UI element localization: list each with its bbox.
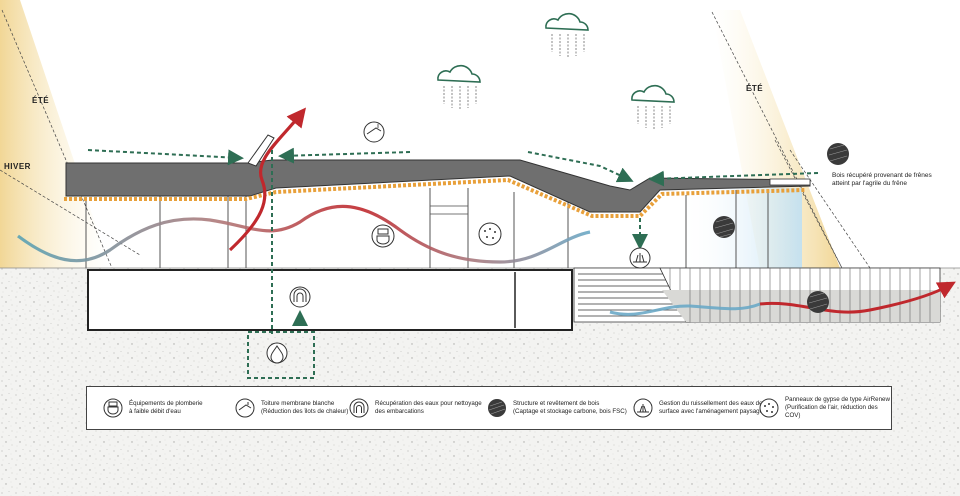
legend-subtitle: des embarcations: [375, 408, 424, 415]
gypsum-panel-icon: [478, 222, 502, 246]
legend-title: Structure et revêtement de bois: [513, 400, 600, 407]
wood-grain-icon: [713, 216, 735, 238]
wood-grain-icon: [827, 143, 849, 165]
airflow-arrows: [87, 147, 819, 250]
rain-cloud-1: [437, 64, 481, 110]
rain-cloud-3: [631, 84, 675, 130]
rainwater-tank-icon: [349, 398, 369, 418]
legend-subtitle: (Réduction des îlots de chaleur): [261, 408, 349, 415]
roof-membrane-icon: [363, 121, 385, 143]
sun-rays: [0, 9, 871, 269]
rain-cloud-2: [545, 12, 589, 58]
foundation-basement: [87, 269, 573, 331]
hot-air-updraft: [228, 107, 306, 252]
glass-facade: [678, 188, 802, 268]
roof-membrane-icon: [235, 398, 255, 418]
legend-item-wood: Structure et revêtement de bois(Captage …: [487, 387, 633, 429]
air-circulation-wave: [17, 204, 591, 264]
rainwater-tank-icon: [289, 286, 311, 308]
cool-air-wave-right: [609, 302, 761, 316]
runoff-plant-icon: [633, 398, 653, 418]
skylight: [247, 134, 275, 167]
water-drop-icon: [266, 342, 288, 364]
wood-note: Bois récupéré provenant de frênes attein…: [832, 172, 942, 188]
winter-label: HIVER: [4, 162, 31, 171]
legend-item-gypsum: Panneaux de gypse de type AirRenew(Purif…: [759, 387, 893, 429]
legend-title: Équipements de plomberie: [129, 400, 203, 407]
water-pipe: [247, 150, 315, 379]
legend-subtitle: à faible débit d'eau: [129, 408, 181, 415]
roof-overhang-grate: [769, 178, 811, 186]
gypsum-panel-icon: [759, 398, 779, 418]
winter-sun-glow: [0, 0, 110, 268]
legend-subtitle: (Captage et stockage carbone, bois FSC): [513, 408, 627, 415]
summer-label-left: ÉTÉ: [32, 96, 50, 105]
summer-label-right: ÉTÉ: [746, 84, 764, 93]
legend-subtitle: (Purification de l'air, réduction des CO…: [785, 404, 878, 419]
roof-slab: [65, 159, 811, 213]
legend-title: Panneaux de gypse de type AirRenew: [785, 396, 890, 403]
toilet-icon: [103, 398, 123, 418]
insulation-line: [64, 177, 807, 218]
runoff-plant-icon: [629, 247, 651, 269]
legend-title: Gestion du ruissellement des eaux de: [659, 400, 763, 407]
legend-subtitle: surface avec l'aménagement paysager: [659, 408, 766, 415]
toilet-icon: [371, 224, 395, 248]
wood-grain-icon: [807, 291, 829, 313]
wood-note-line-2: atteint par l'agrile du frêne: [832, 180, 907, 187]
legend-title: Toiture membrane blanche: [261, 400, 335, 407]
wood-note-line-1: Bois récupéré provenant de frênes: [832, 172, 932, 179]
wood-grain-icon: [488, 399, 506, 417]
legend-item-roof: Toiture membrane blanche(Réduction des î…: [235, 387, 371, 429]
columns: [85, 188, 769, 268]
legend-title: Récupération des eaux pour nettoyage: [375, 400, 482, 407]
hot-air-exit-right: [759, 281, 956, 314]
